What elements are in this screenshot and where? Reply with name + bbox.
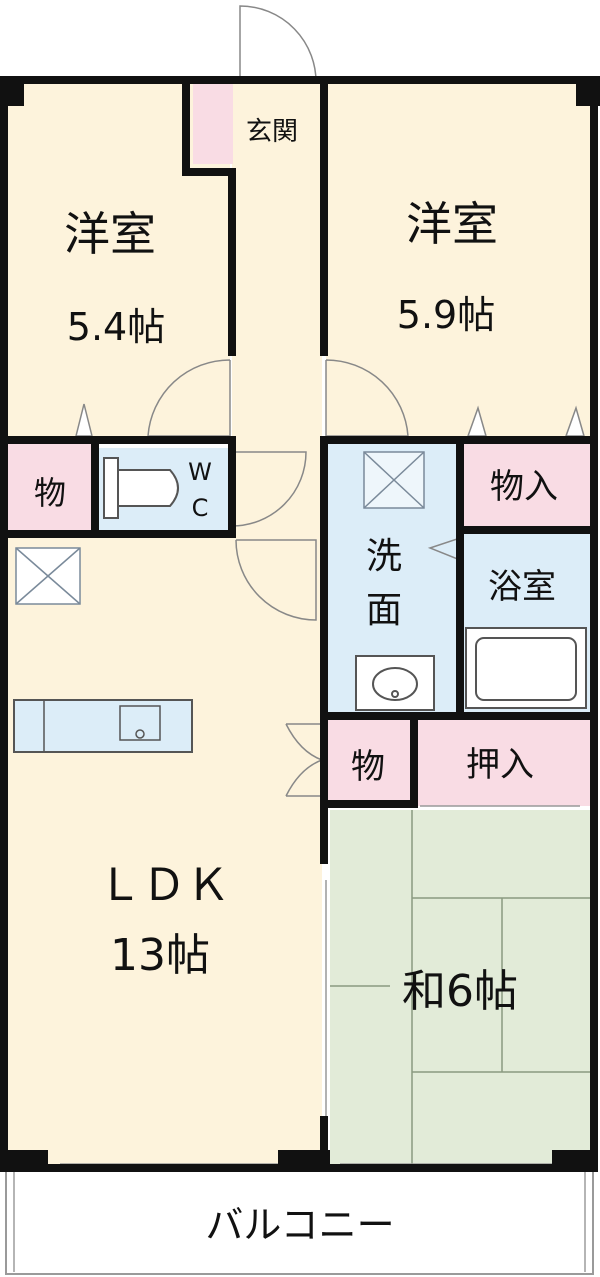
ldk-floor [8,536,322,1164]
western-room-left-name: 洋室 [64,207,156,261]
wc-label-c: C [192,494,209,522]
western-room-right-size: 5.9帖 [397,293,495,337]
closet-label: 押入 [466,745,534,785]
entrance-floor [232,84,326,176]
washroom-vent-icon [363,451,425,509]
washbasin-icon [355,655,435,711]
western-room-left-size: 5.4帖 [67,305,165,349]
western-right-door-swing [325,359,409,437]
ldk-door-swing [235,539,317,621]
western-room-right-name: 洋室 [406,197,498,251]
storage-left-label: 物 [34,474,66,512]
kitchen-sink [119,705,161,741]
kitchen-drain [135,729,145,739]
column [576,76,600,106]
entrance-step [193,84,233,164]
washroom-label-bottom: 面 [366,590,402,631]
washroom-label-top: 洗 [366,536,402,577]
storage-middle-floor [326,718,412,802]
kitchen-counter [13,699,193,753]
bathroom-label: 浴室 [488,567,556,607]
storage-in-upper-label: 物入 [490,467,558,507]
toilet-icon [103,457,179,519]
column [552,1150,598,1172]
wc-door-swing [231,451,307,527]
japanese-room-label: 和6帖 [402,966,518,1017]
japanese-room-floor [330,810,590,1164]
western-room-right-floor [326,84,590,439]
bathtub-icon [465,627,587,709]
closet-floor [416,718,590,806]
column [0,76,24,106]
balcony-area [5,1167,594,1275]
storage-middle-label: 物 [351,747,385,787]
entrance-door-swing [239,5,317,85]
storage-left-floor [8,444,93,532]
balcony-label: バルコニー [205,1203,394,1247]
wc-label-w: W [188,458,212,486]
entrance-label: 玄関 [246,117,298,147]
column [278,1150,330,1172]
storage-in-upper-floor [462,444,590,528]
hallway-floor [232,176,322,536]
ldk-size: 13帖 [110,930,210,981]
ldk-vent-icon [15,547,81,605]
column [0,1150,48,1172]
ldk-name: ＬＤＫ [98,860,230,911]
western-left-door-swing [147,359,231,437]
